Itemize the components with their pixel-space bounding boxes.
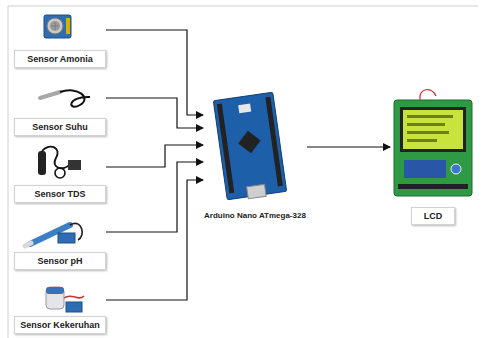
sensor-block: Sensor Amonia: [14, 10, 106, 68]
display-block: LCD: [390, 90, 476, 225]
ph-sensor-icon: [25, 223, 82, 246]
node-label: LCD: [411, 207, 456, 225]
arrow-connector: [106, 30, 203, 115]
frame-line: [8, 6, 478, 7]
turbidity-sensor-icon: [46, 287, 84, 312]
node-label: Sensor Suhu: [14, 118, 106, 136]
node-label: Sensor pH: [14, 252, 106, 270]
arrow-connector: [106, 98, 203, 128]
node-label: Sensor TDS: [14, 185, 106, 203]
node-label: Arduino Nano ATmega-328: [203, 209, 307, 222]
controller-block: Arduino Nano ATmega-328: [203, 92, 307, 222]
lcd-module: [394, 90, 472, 196]
ammonia-sensor-icon: [44, 15, 71, 38]
arrow-connector: [106, 180, 203, 300]
frame-line: [8, 6, 9, 338]
node-label: Sensor Amonia: [14, 50, 106, 68]
temperature-sensor-icon: [40, 90, 90, 106]
sensor-block: Sensor TDS: [14, 145, 106, 203]
sensor-block: Sensor Kekeruhan: [14, 278, 106, 334]
sensor-block: Sensor Suhu: [14, 78, 106, 136]
arrow-connector: [106, 145, 203, 167]
arrow-connector: [106, 162, 203, 232]
arrow-connector: [307, 146, 390, 147]
sensor-block: Sensor pH: [14, 212, 106, 270]
tds-sensor-icon: [38, 147, 81, 178]
arduino-nano-board: [213, 92, 287, 201]
node-label: Sensor Kekeruhan: [14, 316, 106, 334]
